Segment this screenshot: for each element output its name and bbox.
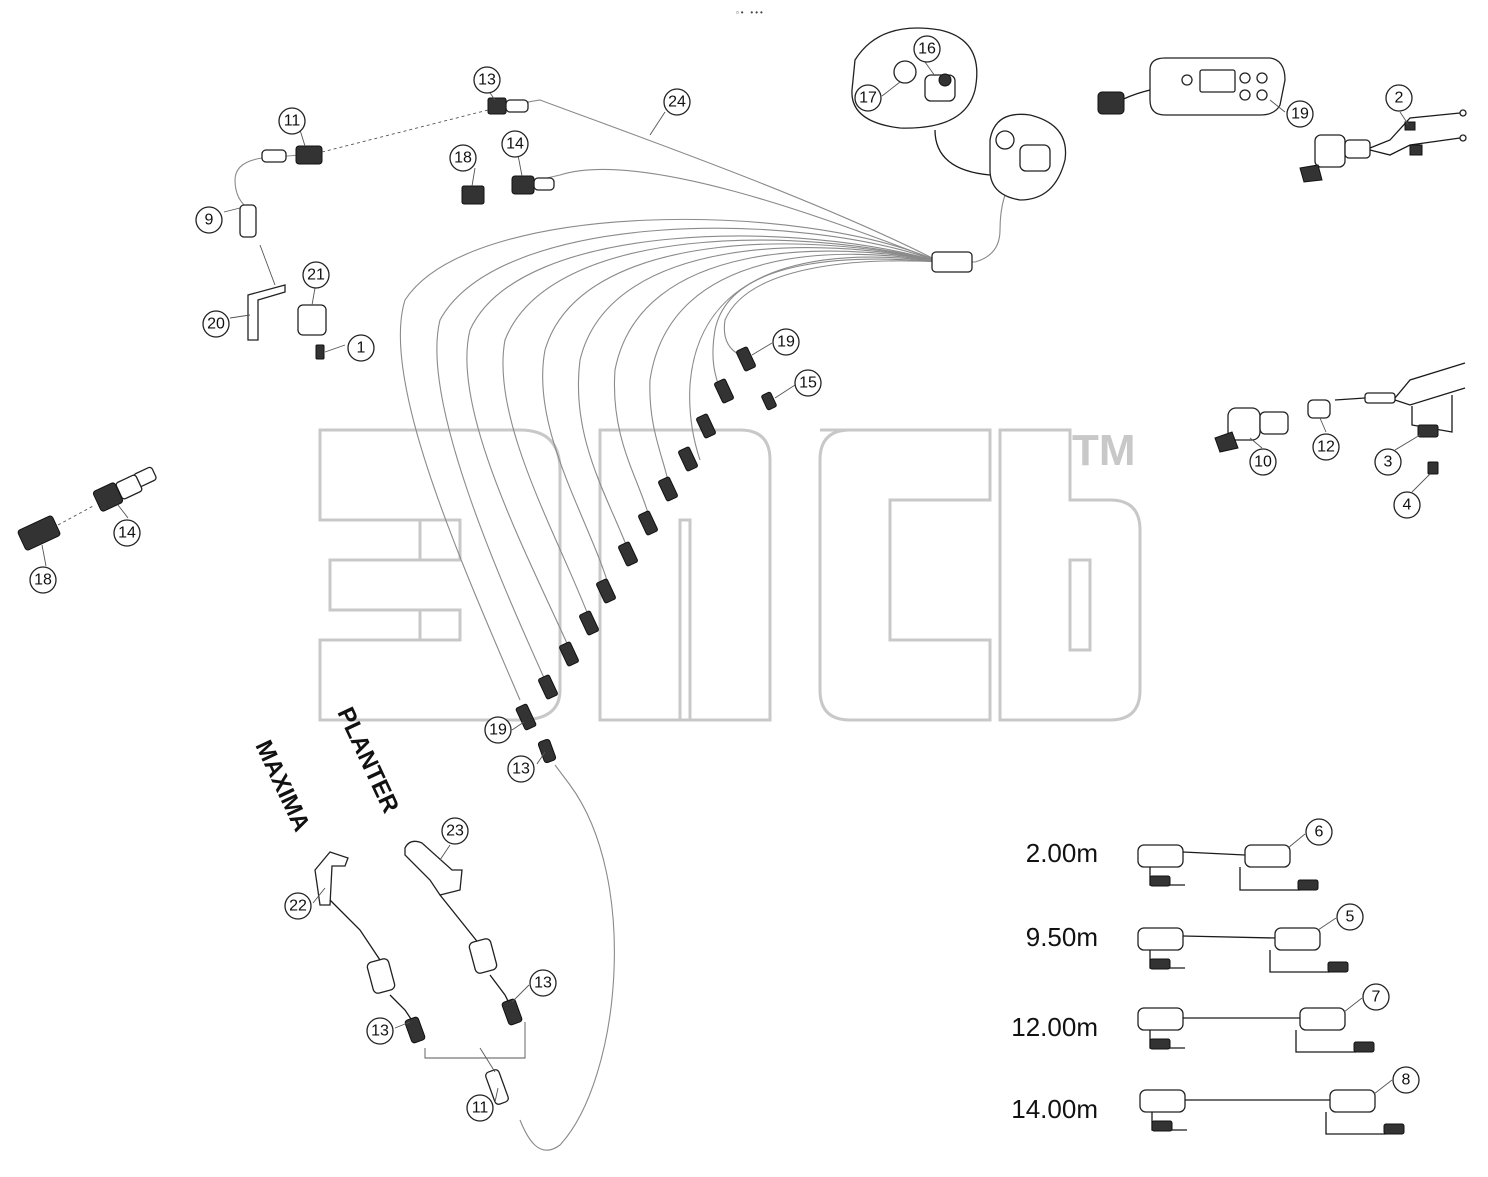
harness-ferrite: [931, 251, 973, 273]
callout-6: 6: [1305, 818, 1333, 846]
callout-7: 7: [1362, 983, 1390, 1011]
callout-11-bottom: 11: [466, 1094, 494, 1122]
svg-text:19: 19: [489, 722, 507, 739]
svg-text:19: 19: [777, 334, 795, 351]
svg-text:1: 1: [357, 340, 366, 357]
svg-text:8: 8: [1402, 1072, 1411, 1089]
callout-17: 17: [854, 84, 882, 112]
length-label-12m: 12.00m: [1011, 1012, 1098, 1042]
callout-20: 20: [202, 310, 230, 338]
svg-text:10: 10: [1254, 454, 1272, 471]
extension-cables: [1137, 844, 1405, 1135]
svg-text:6: 6: [1315, 824, 1324, 841]
socket-inset-16-17: [851, 27, 1067, 201]
callout-5: 5: [1336, 903, 1364, 931]
watermark-trademark: TM: [1072, 426, 1136, 475]
svg-text:2: 2: [1395, 90, 1404, 107]
svg-text:13: 13: [512, 761, 530, 778]
callout-23: 23: [441, 817, 469, 845]
callout-19-display: 19: [1286, 100, 1314, 128]
svg-text:4: 4: [1403, 497, 1412, 514]
svg-text:5: 5: [1346, 909, 1355, 926]
extension-cable-2m: [1137, 844, 1319, 891]
svg-text:11: 11: [284, 113, 301, 130]
svg-text:18: 18: [454, 150, 472, 167]
callout-24: 24: [663, 88, 691, 116]
maxima-sensor-22: [314, 851, 426, 1044]
svg-text:24: 24: [668, 94, 686, 111]
callout-4: 4: [1393, 491, 1421, 519]
callout-19-bottom: 19: [484, 716, 512, 744]
callout-9: 9: [195, 206, 223, 234]
svg-text:17: 17: [859, 90, 877, 107]
lower-loop-cable: [485, 738, 615, 1151]
callout-18-left: 18: [29, 566, 57, 594]
extension-cable-14m: [1139, 1089, 1405, 1135]
top-connectors: [461, 97, 555, 205]
svg-text:13: 13: [534, 975, 552, 992]
callout-19-fan: 19: [772, 328, 800, 356]
svg-text:14: 14: [506, 136, 524, 153]
main-harness-fan: [399, 99, 1021, 701]
display-unit-19: [1097, 57, 1286, 116]
watermark-logo: [318, 428, 1142, 722]
callout-leaders: [41, 61, 1431, 1103]
svg-text:19: 19: [1291, 106, 1309, 123]
callout-16: 16: [913, 35, 941, 63]
svg-text:13: 13: [478, 72, 496, 89]
svg-text:7: 7: [1372, 989, 1381, 1006]
length-label-14m: 14.00m: [1011, 1094, 1098, 1124]
length-label-9-50m: 9.50m: [1026, 922, 1098, 952]
callout-8: 8: [1392, 1066, 1420, 1094]
power-socket-10: [1214, 362, 1466, 475]
label-maxima: MAXIMA: [250, 736, 316, 836]
callout-13-top: 13: [473, 66, 501, 94]
callout-22: 22: [284, 892, 312, 920]
svg-text:23: 23: [446, 823, 464, 840]
svg-text:14: 14: [118, 525, 136, 542]
extension-cable-9-50m: [1137, 927, 1349, 973]
svg-text:22: 22: [289, 898, 307, 915]
fan-end-connectors: [515, 346, 777, 731]
svg-text:12: 12: [1317, 439, 1335, 456]
svg-text:15: 15: [799, 375, 817, 392]
callout-3: 3: [1374, 448, 1402, 476]
sensor-assembly-9: [234, 109, 489, 360]
svg-text:11: 11: [472, 1100, 489, 1117]
length-label-2m: 2.00m: [1026, 838, 1098, 868]
callout-2: 2: [1385, 84, 1413, 112]
svg-text:16: 16: [918, 41, 936, 58]
callout-12: 12: [1312, 433, 1340, 461]
callout-13-loop: 13: [507, 755, 535, 783]
callout-14-top: 14: [501, 130, 529, 158]
callout-13-planter: 13: [529, 969, 557, 997]
svg-text:20: 20: [207, 316, 225, 333]
power-socket-2: [1299, 109, 1467, 183]
extension-cable-12m: [1137, 1007, 1375, 1053]
callout-10: 10: [1249, 448, 1277, 476]
svg-text:21: 21: [307, 267, 325, 284]
svg-text:18: 18: [34, 572, 52, 589]
callout-11-top: 11: [278, 107, 306, 135]
callout-18-top: 18: [449, 144, 477, 172]
callout-21: 21: [302, 261, 330, 289]
svg-text:13: 13: [371, 1023, 389, 1040]
svg-text:9: 9: [205, 212, 214, 229]
connector-pair-14-18: [17, 466, 157, 551]
callout-13-maxima: 13: [366, 1017, 394, 1045]
planter-sensor-23: [404, 840, 526, 1073]
callout-14-left: 14: [113, 519, 141, 547]
callout-15: 15: [794, 369, 822, 397]
svg-text:3: 3: [1384, 454, 1393, 471]
callout-1: 1: [347, 334, 375, 362]
corner-mark: ▫• •••: [735, 9, 764, 18]
